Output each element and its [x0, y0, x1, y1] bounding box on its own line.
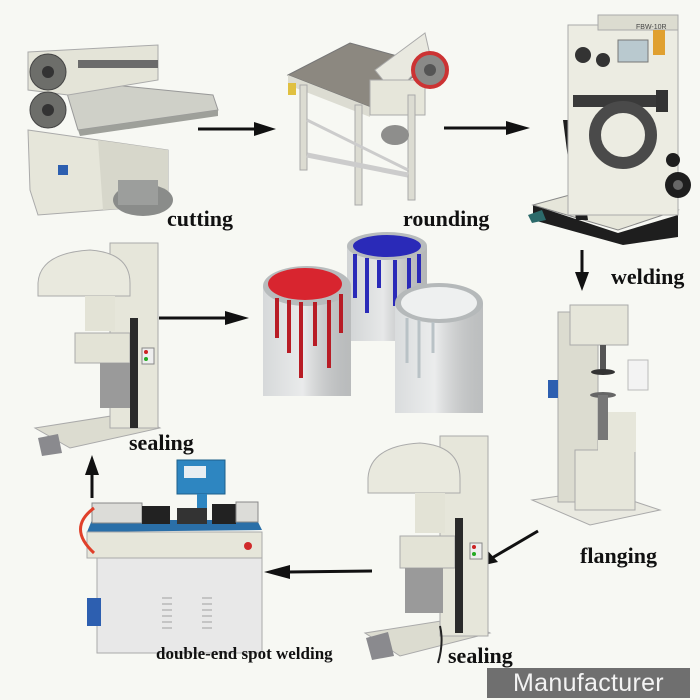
- label-cutting: cutting: [167, 206, 233, 231]
- arrow-up-icon: [85, 455, 99, 498]
- manufacturer-watermark: Manufacturer: [487, 668, 690, 698]
- label-welding: welding: [611, 264, 685, 289]
- arrow-right-icon: [444, 121, 530, 135]
- sealing-machine-bottom: [360, 428, 495, 668]
- label-sealing-bottom: sealing: [448, 643, 513, 668]
- label-double-end-spot-welding: double-end spot welding: [156, 644, 333, 663]
- spot-welding-machine: [62, 458, 267, 658]
- arrow-right-icon: [159, 311, 249, 325]
- panel-model-text: FBW-10R: [636, 24, 667, 31]
- cutting-machine: [8, 40, 223, 225]
- sealing-machine-top: [30, 238, 165, 458]
- label-sealing-top: sealing: [129, 430, 194, 455]
- label-rounding: rounding: [403, 206, 490, 231]
- rounding-machine: [280, 25, 460, 220]
- arrow-right-icon: [198, 122, 276, 136]
- arrow-down-icon: [575, 250, 589, 291]
- label-flanging: flanging: [580, 543, 658, 568]
- arrow-left-icon: [264, 565, 373, 579]
- flanging-machine: [530, 300, 670, 530]
- paint-cans-product: [255, 228, 490, 423]
- welding-machine: FBW-10R: [528, 5, 700, 250]
